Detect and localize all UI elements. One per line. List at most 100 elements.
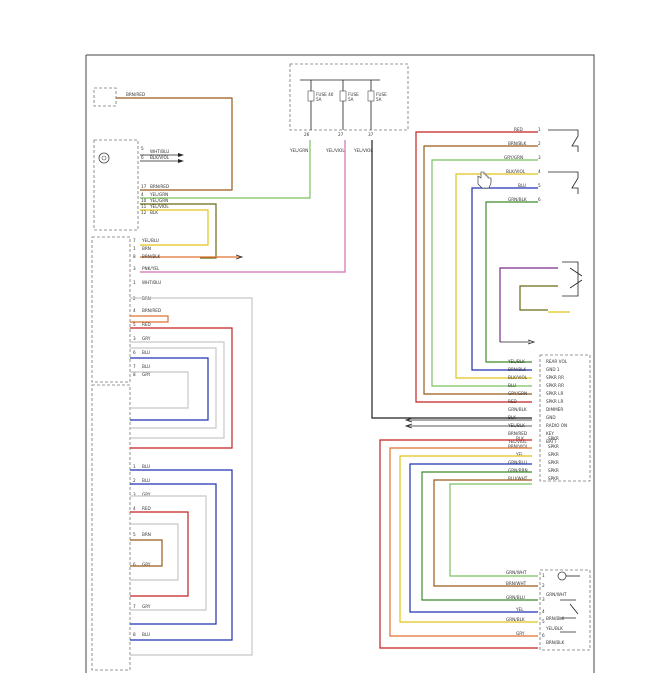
wire-violet-mid	[499, 267, 558, 342]
radio-name-10: BATT	[546, 439, 557, 444]
rm-top-label-3: BLK/VIOL	[506, 169, 526, 174]
rm-top-pin-2: 3	[538, 155, 541, 160]
rm-top-label-0: RED	[514, 127, 523, 132]
rm-top-pin-1: 2	[538, 141, 541, 146]
lm-pin-6: 12	[141, 210, 147, 215]
rm-top-label-4: BLU	[518, 183, 526, 188]
fuse-pin-2: 27	[338, 132, 344, 137]
amp-pin-2: 4	[133, 308, 136, 313]
lm-wire-label-0: WHT/BLU	[150, 149, 169, 154]
wire-orange-short	[130, 315, 169, 323]
lm-pin-4: 10	[141, 198, 147, 203]
door-pin-1: 2	[133, 478, 136, 483]
wire-gray-amp-2	[130, 347, 217, 429]
wire-blue-top-right	[471, 187, 538, 371]
wire-red-door	[130, 511, 189, 597]
speaker-icon	[98, 152, 110, 164]
wire-blue-door-2	[130, 483, 217, 625]
wire-blue-amp	[130, 357, 209, 421]
amp-pin-6: 7	[133, 364, 136, 369]
fuse-pin-1: 26	[304, 132, 310, 137]
ground-arrow	[235, 254, 244, 260]
fuse-drops	[310, 101, 372, 130]
wire-pink-long	[140, 140, 346, 273]
amp-label-4: GRY	[142, 336, 151, 341]
speaker-box	[539, 569, 591, 651]
amp-pin-5: 6	[133, 350, 136, 355]
fuse-label-2: FUSE	[348, 92, 359, 97]
lm-pin-0: 5	[141, 146, 144, 151]
spk-label-3: YEL	[515, 607, 524, 612]
door-pin-2: 3	[133, 492, 136, 497]
lm-lower-label-2: BRN/BLK	[142, 254, 161, 259]
radio-wire-1: BRN/BLK	[508, 367, 527, 372]
wire-gray-door-1	[130, 495, 207, 611]
spk-pin-1: 2	[542, 583, 545, 588]
lm-lower-pin-1: 1	[133, 246, 136, 251]
radio-name-6: DIMMER	[546, 407, 563, 412]
radio-name-1: GND 1	[546, 367, 560, 372]
spk-pin-5: 6	[542, 633, 545, 638]
lm-wire-label-3: YEL/GRN	[149, 192, 168, 197]
fuse-amps-1: 5A	[316, 97, 322, 102]
radio-feed-arrows	[404, 417, 532, 429]
lm-pin-1: 6	[141, 155, 144, 160]
wire-gray-door-2	[130, 523, 179, 581]
lower-wire-3: GRN/BLU	[508, 460, 527, 465]
lower-name-5: SPKR	[548, 476, 559, 481]
radio-wire-4: GRY/GRN	[508, 391, 527, 396]
lm-wire-label-1: BLK/VIOL	[150, 155, 170, 160]
radio-name-2: SPKR RR	[546, 375, 564, 380]
amp-label-7: GRY	[142, 372, 151, 377]
spk-label-0: GRN/WHT	[506, 570, 527, 575]
lm-lower-pin-2: 8	[133, 254, 136, 259]
radio-wire-2: BLK/VIOL	[508, 375, 528, 380]
connector-arrow-icon	[178, 153, 184, 163]
lm-wire-label-2: BRN/RED	[150, 184, 169, 189]
lm-wire-label-4: YEL/GRN	[149, 198, 168, 203]
rm-top-pin-0: 1	[538, 127, 541, 132]
wire-brown-lower	[433, 479, 538, 587]
lm-pin-5: 11	[141, 204, 147, 209]
amp-label-2: BRN/RED	[142, 308, 161, 313]
wire-olive-mid	[519, 285, 558, 311]
door-label-4: BRN	[142, 532, 151, 537]
amplifier-box	[91, 236, 131, 383]
lower-wire-5: BLU/WHT	[508, 476, 528, 481]
radio-box	[539, 354, 591, 482]
fuse-wire-label-1: YEL/GRN	[289, 148, 308, 153]
lm-lower-label-3: PNK/YEL	[142, 266, 160, 271]
door-label-6: GRY	[142, 604, 151, 609]
door-label-3: RED	[142, 506, 151, 511]
lm-pin-2: 17	[141, 184, 147, 189]
wire-red-amp	[130, 327, 233, 449]
rm-top-pin-5: 6	[538, 197, 541, 202]
radio-name-4: SPKR LR	[546, 391, 564, 396]
lower-wire-1: BRN/VIOL	[508, 444, 529, 449]
spk-pin-4: 5	[542, 619, 545, 624]
wire-blue-door-outer	[130, 469, 233, 641]
door-pin-5: 6	[133, 562, 136, 567]
rm-top-label-2: GRY/GRN	[504, 155, 523, 160]
wire-blue-lower	[409, 463, 538, 613]
radio-wire-8: YEL/BLK	[507, 423, 525, 428]
amp-pin-3: 5	[133, 322, 136, 327]
door-pin-0: 1	[133, 464, 136, 469]
fuse-wire-label-3: YEL/VIOL	[353, 148, 373, 153]
lm-lower-label-0: YEL/BLU	[141, 238, 159, 243]
spk-label-5: GRY	[516, 631, 525, 636]
amp-label-0: WHT/BLU	[142, 280, 161, 285]
radio-wire-0: YEL/BLK	[507, 359, 525, 364]
rm-top-pin-3: 4	[538, 169, 541, 174]
radio-wire-5: RED	[508, 399, 517, 404]
wire-orange-lower	[389, 447, 538, 637]
lm-lower-pin-0: 7	[133, 238, 136, 243]
rm-top-label-5: GRN/BLK	[508, 197, 527, 202]
door-label-0: BLU	[142, 464, 150, 469]
radio-name-8: RADIO ON	[546, 423, 567, 428]
amp-label-3: RED	[142, 322, 151, 327]
lower-name-4: SPKR	[548, 468, 559, 473]
spk-pin-2: 3	[542, 597, 545, 602]
top-wire-label: BRN/RED	[126, 92, 145, 97]
lower-name-0: SPKR	[548, 436, 559, 441]
